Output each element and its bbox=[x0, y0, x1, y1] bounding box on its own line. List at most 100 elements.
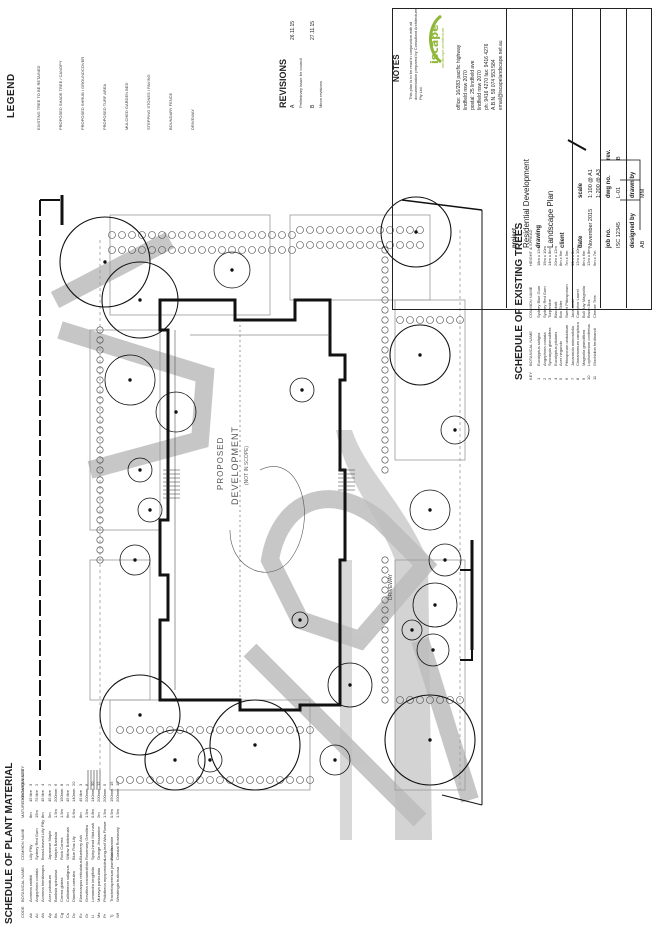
plant-cell: 2 bbox=[34, 783, 40, 786]
plant-cell: 20 bbox=[71, 781, 77, 786]
plant-cell: 6m bbox=[65, 812, 71, 818]
tree-trunk bbox=[410, 628, 414, 632]
plant-cell: 150mm bbox=[108, 788, 114, 802]
shrub-marker bbox=[381, 396, 389, 404]
tree-canopy bbox=[99, 674, 181, 756]
shrub-marker bbox=[186, 776, 194, 784]
legend-item: PROPOSED SHRUB / GROUNDCOVER bbox=[80, 56, 85, 130]
tree-cell: Eucalyptus saligna bbox=[536, 332, 541, 366]
shrub-marker bbox=[381, 456, 389, 464]
tree-col-header: BOTANICAL NAME bbox=[528, 331, 533, 366]
shrub-marker bbox=[268, 231, 276, 239]
plant-cell: Acer palmatum bbox=[46, 875, 52, 902]
shrub-marker bbox=[456, 696, 464, 704]
drawing-label: drawing bbox=[536, 224, 542, 248]
plant-cell: 8m bbox=[40, 812, 46, 818]
tb-divider-3 bbox=[600, 8, 601, 308]
plant-cell: Grevillea rosmarinifolia bbox=[83, 861, 89, 902]
tree-canopy bbox=[104, 354, 156, 406]
shrub-marker bbox=[381, 276, 389, 284]
shrub-marker bbox=[148, 231, 156, 239]
shrub-marker bbox=[381, 586, 389, 594]
shrub-marker bbox=[216, 776, 224, 784]
tree-trunk bbox=[418, 353, 422, 357]
plant-cell: Orange Jessamine bbox=[96, 826, 102, 860]
tree-canopy bbox=[127, 457, 153, 483]
title-block bbox=[392, 8, 652, 310]
plant-cell: 200mm bbox=[83, 788, 89, 802]
shrub-marker bbox=[258, 246, 266, 254]
plant-col-header: BOTANICAL NAME bbox=[20, 867, 25, 902]
shrub-marker bbox=[278, 231, 286, 239]
office-line: postal: 25 lindfield ave bbox=[470, 60, 476, 110]
shrub-marker bbox=[381, 256, 389, 264]
plant-cell: 8m bbox=[77, 812, 83, 818]
tree-canopy bbox=[401, 619, 423, 641]
shrub-marker bbox=[198, 231, 206, 239]
shrub-marker bbox=[426, 316, 434, 324]
plant-cell: 140mm bbox=[90, 788, 95, 802]
logo-swoosh-icon bbox=[429, 14, 443, 64]
tree-canopy bbox=[327, 662, 373, 708]
plant-cell: 15 bbox=[108, 781, 114, 786]
tree-trunk bbox=[230, 268, 234, 272]
plant-cell: 1.5m bbox=[59, 809, 64, 818]
tree-cell: Glochidion ferdinandi bbox=[592, 328, 597, 366]
shrub-marker bbox=[426, 696, 434, 704]
plant-cell: Lomandra longifolia bbox=[90, 867, 95, 902]
plant-cell: Ac bbox=[34, 913, 40, 918]
shrub-marker bbox=[176, 776, 184, 784]
drawn-value: MM bbox=[640, 188, 646, 198]
shrub-marker bbox=[381, 666, 389, 674]
plant-cell: Angophora costata bbox=[34, 868, 40, 902]
tree-trunk bbox=[128, 378, 132, 382]
shrub-marker bbox=[381, 336, 389, 344]
shrub-marker bbox=[381, 306, 389, 314]
plant-cell: 45 litre bbox=[65, 789, 71, 802]
shrub-marker bbox=[238, 246, 246, 254]
project-value: Residential Development bbox=[522, 159, 531, 248]
office-line: lindfield nsw 2070 bbox=[477, 70, 483, 110]
shrub-marker bbox=[138, 246, 146, 254]
plant-cell: Willow Bottlebrush bbox=[65, 827, 71, 860]
tree-trunk bbox=[348, 683, 352, 687]
shrub-marker bbox=[96, 406, 104, 414]
shrub-marker bbox=[406, 316, 414, 324]
shrub-marker bbox=[381, 676, 389, 684]
tree-canopy bbox=[291, 611, 309, 629]
plant-cell: 15m bbox=[34, 810, 40, 818]
plant-col-header: CODE bbox=[20, 906, 25, 918]
plant-cell: 0.8m bbox=[90, 809, 95, 818]
shrub-marker bbox=[126, 726, 134, 734]
plant-cell: Acmena hemilampra bbox=[40, 865, 46, 902]
tree-trunk bbox=[138, 468, 142, 472]
legend-item: EXISTING TREE TO BE RETAINED bbox=[36, 65, 41, 130]
plant-cell: Bs bbox=[52, 913, 58, 918]
shrub-marker bbox=[96, 326, 104, 334]
shrub-marker bbox=[248, 231, 256, 239]
shrub-marker bbox=[416, 241, 424, 249]
tree-canopy bbox=[319, 744, 351, 776]
plant-cell: Murraya paniculata bbox=[96, 867, 102, 902]
shrub-marker bbox=[96, 496, 104, 504]
tree-cell: 11 bbox=[592, 375, 597, 380]
shrub-marker bbox=[346, 226, 354, 234]
plant-cell: Rosemary Grevillea bbox=[83, 824, 89, 860]
plant-cell: 2 bbox=[46, 783, 52, 786]
shrub-marker bbox=[278, 246, 286, 254]
tree-cell: Jacaranda mimosifolia bbox=[569, 326, 575, 366]
tree-trunk bbox=[138, 298, 142, 302]
existing-trees bbox=[59, 196, 476, 791]
plant-cell: 12 bbox=[96, 781, 102, 786]
shrub-marker bbox=[406, 226, 414, 234]
shrub-marker bbox=[381, 646, 389, 654]
shrub-marker bbox=[96, 516, 104, 524]
plant-cell: 45 litre bbox=[77, 789, 83, 802]
revisions-title: REVISIONS bbox=[278, 58, 288, 108]
company-suffix: landscape architecture bbox=[440, 27, 445, 68]
tree-trunk bbox=[138, 713, 142, 717]
plant-cell: 5 bbox=[102, 783, 108, 786]
shrub-marker bbox=[381, 566, 389, 574]
tree-canopy bbox=[380, 196, 452, 268]
shrub-marker bbox=[178, 231, 186, 239]
